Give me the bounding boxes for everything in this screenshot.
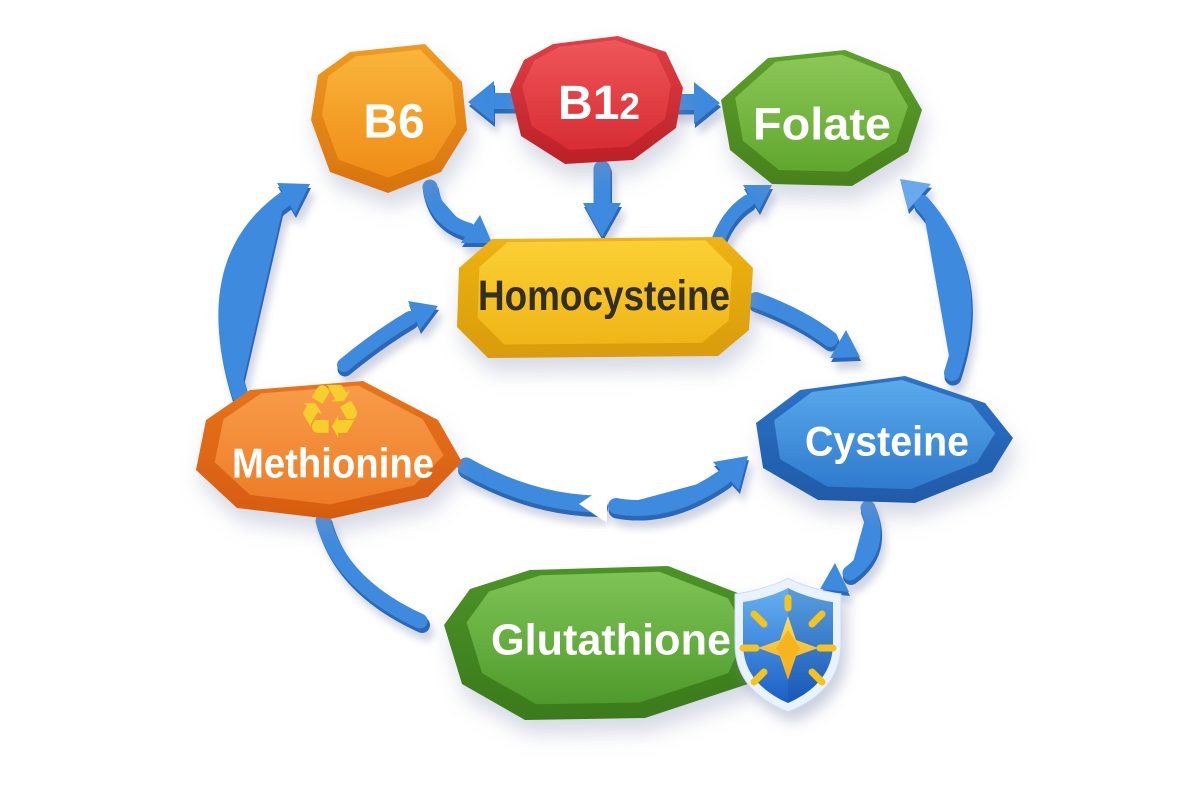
folate-shape-inner — [735, 54, 909, 172]
b6-label: B6 — [363, 96, 424, 149]
glutathione-shape-inner — [466, 571, 747, 705]
arrow-b6-to-homocysteine — [422, 179, 493, 247]
arrow-notch — [579, 485, 607, 523]
arrow-b12-to-homocysteine — [583, 160, 622, 241]
arrow-cysteine-to-glutathione — [820, 500, 883, 596]
arrow-methionine-to-glutathione — [315, 513, 430, 633]
arrow-methionine-to-cysteine-segment2 — [608, 456, 749, 521]
b12-shape-inner — [522, 39, 671, 151]
shield-sparkle-icon — [734, 577, 842, 713]
node-glutathione: Glutathione — [444, 566, 770, 720]
recycle-icon: ♻ — [297, 369, 363, 455]
node-b12: B12 — [510, 36, 683, 164]
node-b6: B6 — [311, 44, 467, 193]
folate-label: Folate — [753, 99, 891, 150]
arrow-cysteine-to-folate — [900, 179, 973, 386]
methionine-label: Methionine — [232, 440, 434, 487]
node-folate: Folate — [721, 50, 922, 186]
arrow-methionine-to-cysteine-segment1 — [457, 457, 608, 517]
cysteine-label: Cysteine — [805, 418, 969, 465]
arrow-methionine-to-homocysteine — [337, 301, 439, 377]
arrow-methionine-to-b6 — [218, 183, 311, 408]
node-cysteine: Cysteine — [756, 376, 1013, 503]
arrow-homocysteine-to-cysteine — [748, 292, 861, 362]
sparkle-rays — [739, 594, 837, 686]
homocysteine-label: Homocysteine — [478, 272, 730, 320]
b12-label: B12 — [558, 77, 640, 130]
glutathione-label: Glutathione — [491, 616, 731, 665]
sparkle-star-core — [776, 630, 800, 666]
node-homocysteine: Homocysteine — [457, 237, 753, 358]
cysteine-shape-inner — [774, 379, 996, 490]
homocysteine-shape-inner — [477, 240, 733, 345]
arrow-b12-to-b6 — [468, 81, 525, 127]
b6-shape-inner — [322, 49, 457, 178]
methionine-shape-inner — [214, 385, 444, 505]
node-methionine: ♻ Methionine — [196, 369, 462, 519]
